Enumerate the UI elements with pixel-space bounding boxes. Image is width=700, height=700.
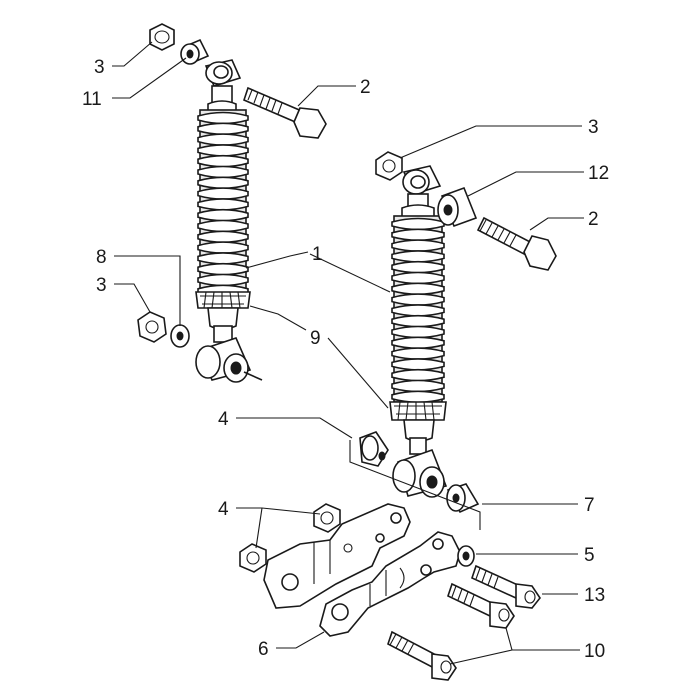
plate-washer: [457, 545, 475, 567]
spring-coil: [197, 122, 249, 136]
mounting-plate-rear: [263, 503, 411, 609]
right-top-spacer: [437, 186, 478, 228]
spring-coil: [197, 165, 249, 179]
left-shock-absorber: [195, 59, 263, 383]
label-3-left-lower: 3: [96, 275, 107, 296]
label-12: 12: [588, 163, 609, 184]
leader-lines: [112, 41, 584, 665]
label-4-lower: 4: [218, 499, 229, 520]
spring-coil: [391, 314, 445, 328]
left-lower-nut: [137, 311, 167, 343]
label-2-left: 2: [360, 77, 371, 98]
spring-coil: [391, 325, 445, 339]
label-11: 11: [82, 89, 102, 110]
plate-top-nut: [313, 503, 341, 533]
label-1: 1: [312, 244, 323, 265]
spring-coil: [391, 368, 445, 382]
label-10: 10: [584, 641, 605, 662]
spring-coil: [197, 133, 249, 146]
right-shock-absorber: [389, 165, 448, 498]
spring-coil: [197, 241, 249, 254]
label-13: 13: [584, 585, 605, 606]
spring-coil: [391, 379, 445, 393]
spring-coil: [391, 228, 445, 242]
bolt-13: [471, 564, 541, 609]
spring-coil: [197, 176, 249, 190]
right-top-bolt: [476, 216, 557, 271]
spring-coil: [391, 239, 445, 252]
spring-coil: [197, 154, 249, 168]
bracket-line-4-7: [349, 440, 481, 530]
label-7: 7: [584, 495, 595, 516]
spring-coil: [197, 208, 249, 222]
spring-coil: [391, 304, 445, 317]
right-top-nut: [375, 151, 403, 181]
left-top-spacer: [180, 38, 210, 65]
spring-coil: [197, 230, 249, 244]
label-8: 8: [96, 247, 107, 268]
spring-coil: [391, 358, 445, 371]
spring-coil: [391, 347, 445, 360]
plate-left-nut: [239, 543, 267, 573]
spring-coil: [391, 336, 445, 350]
label-5: 5: [584, 545, 595, 566]
spring-coil: [391, 293, 445, 306]
label-3-right-top: 3: [588, 117, 599, 138]
bolt-10-lower: [387, 630, 457, 681]
label-9: 9: [310, 328, 321, 349]
spring-coil: [391, 250, 445, 263]
label-4-upper: 4: [218, 409, 229, 430]
spring-coil: [197, 187, 249, 200]
left-top-nut: [149, 23, 175, 51]
spring-coil: [197, 273, 249, 287]
left-top-bolt: [243, 86, 327, 139]
spring-coil: [391, 271, 445, 285]
spring-coil: [197, 198, 249, 211]
label-6: 6: [258, 639, 269, 660]
spring-coil: [391, 390, 445, 404]
spring-coil: [391, 217, 445, 231]
right-lower-nut: [359, 431, 389, 467]
label-3-left-top: 3: [94, 57, 105, 78]
spring-coil: [197, 111, 249, 125]
spring-coil: [197, 262, 249, 276]
label-2-right: 2: [588, 209, 599, 230]
spring-coil: [197, 144, 249, 157]
spring-coil: [391, 260, 445, 274]
bolt-10-upper: [447, 582, 515, 629]
part-labels: 3 11 2 1 8 3 9 3 12 2 4 4 7 5 13 10 6: [82, 57, 609, 662]
spring-coil: [391, 282, 445, 296]
spring-coil: [197, 252, 249, 265]
right-lower-washer: [446, 483, 480, 514]
spring-coil: [197, 219, 249, 233]
left-lower-washer: [170, 324, 190, 348]
